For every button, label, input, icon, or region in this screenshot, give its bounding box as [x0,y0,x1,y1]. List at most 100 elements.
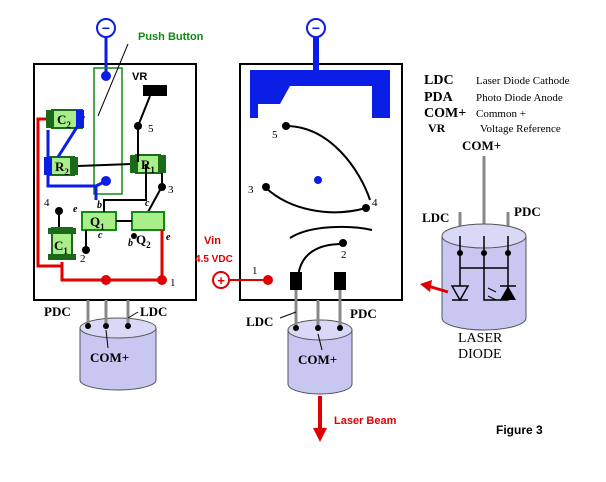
right-diode-com: COM+ [462,138,501,153]
trace-mid [289,225,373,239]
mid-node-5-pad [282,122,290,130]
right-diode-internal-wires [459,236,509,301]
mid-node-3: 3 [248,184,254,196]
r2-label: R2 [55,159,69,177]
push-button-outline [93,67,123,195]
c1-top-lead [48,228,76,234]
left-diode-body [79,328,157,391]
mid-minus-sign: − [312,20,320,36]
trace-3-4 [265,187,367,214]
mid-node-2-pad [339,239,347,247]
wire-r2-r1 [77,163,131,167]
emission-arrow [420,280,432,292]
left-diode-pad-com [103,323,109,329]
q1-pin-e: e [73,204,78,215]
right-laser-diode: COM+ LDC PDC LASER DIODE [420,138,541,362]
photo-arrow-1 [487,287,497,293]
vin-label: Vin [204,235,221,247]
q2-pin-b: b [128,238,133,249]
node-5: 5 [148,123,154,135]
left-laser-diode: PDC LDC COM+ [44,300,167,391]
left-diode-ldc-pointer [127,311,139,319]
left-diode-ldc: LDC [140,304,167,319]
mid-node-1: 1 [252,265,258,277]
wire-node3-q2 [147,189,161,213]
mid-minus-terminal [306,18,326,38]
r2-left-lead [44,157,52,175]
mid-diode-com-pointer [317,333,323,351]
left-diode-pad-ldc [125,323,131,329]
right-diode-ldc: LDC [422,210,449,225]
blue-copper-pad [250,70,390,118]
mid-node-4: 4 [372,197,378,209]
q2-pin-c: c [145,198,150,209]
figure-label: Figure 3 [496,423,543,437]
trace-5-4 [285,125,371,201]
mid-diode-pdc: PDC [350,306,377,321]
trace-1-2 [297,243,343,279]
legend-abbr-0: LDC [424,73,454,88]
mid-pad-ldc [290,272,302,290]
middle-board: − 5 3 4 2 Vin 4.5 VDC + 1 [195,18,403,301]
mid-diode-com: COM+ [298,352,337,367]
mid-diode-pad-ldc [293,325,299,331]
right-photo-diode-symbol [500,286,516,300]
mid-node-3-pad [262,183,270,191]
q2-component [131,211,165,231]
c2-right-lead [76,110,84,128]
r1-right-lead [158,155,166,173]
mid-node-5: 5 [272,129,278,141]
wire-q1-base [103,164,147,212]
left-board-outline [33,63,197,301]
legend-desc-1: Photo Diode Anode [476,92,563,104]
right-laser-diode-symbol [450,285,470,302]
node-3-pad [158,183,166,191]
left-diode-pdc: PDC [44,304,71,319]
mid-blue-via [314,176,322,184]
node-4: 4 [44,197,50,209]
left-minus-sign: − [102,20,110,36]
left-diode-top [79,317,157,339]
mid-laser-diode: LDC PDC COM+ Laser Beam [246,290,397,442]
laser-beam-label: Laser Beam [334,415,397,427]
right-diode-node-com [481,250,487,256]
c1-bottom-lead [48,254,76,260]
node-1-pad [157,275,167,285]
node-3: 3 [168,184,174,196]
push-button-top-pad [101,71,111,81]
vin-plus: + [217,273,225,288]
push-button-label: Push Button [138,31,204,43]
node-1: 1 [170,277,176,289]
left-diode-pad-pdc [85,323,91,329]
vr-wiper [137,95,151,127]
right-diode-laser: LASER [458,331,503,346]
legend-desc-0: Laser Diode Cathode [476,75,570,87]
r1-left-lead [130,155,138,173]
photo-arrow-2 [487,295,497,301]
legend-abbr-2: COM+ [424,106,466,121]
mid-node-1-pad [263,275,273,285]
legend-abbr-1: PDA [424,90,454,105]
mid-diode-pad-pdc [337,325,343,331]
mid-diode-body [287,330,353,395]
legend-desc-2: Common + [476,108,526,120]
vdc-label: 4.5 VDC [195,254,233,265]
c2-left-lead [46,110,54,128]
push-button-pointer [97,43,129,117]
mid-diode-ldc: LDC [246,314,273,329]
red-node-center [101,275,111,285]
c2-label: C2 [57,112,71,130]
right-diode-diode: DIODE [458,347,502,362]
mid-node-2: 2 [341,249,347,261]
blue-wiring [46,115,107,200]
legend-abbr-3: VR [428,121,446,135]
left-minus-terminal [96,18,116,38]
right-diode-pdc: PDC [514,204,541,219]
c1-label: C1 [54,238,68,256]
legend: LDC Laser Diode Cathode PDA Photo Diode … [424,73,570,135]
q2-base-pad [131,233,137,239]
left-diode-com: COM+ [90,350,129,365]
red-wiring [36,117,164,282]
q1-label: Q1 [90,214,105,232]
q2-label: Q2 [136,232,151,250]
